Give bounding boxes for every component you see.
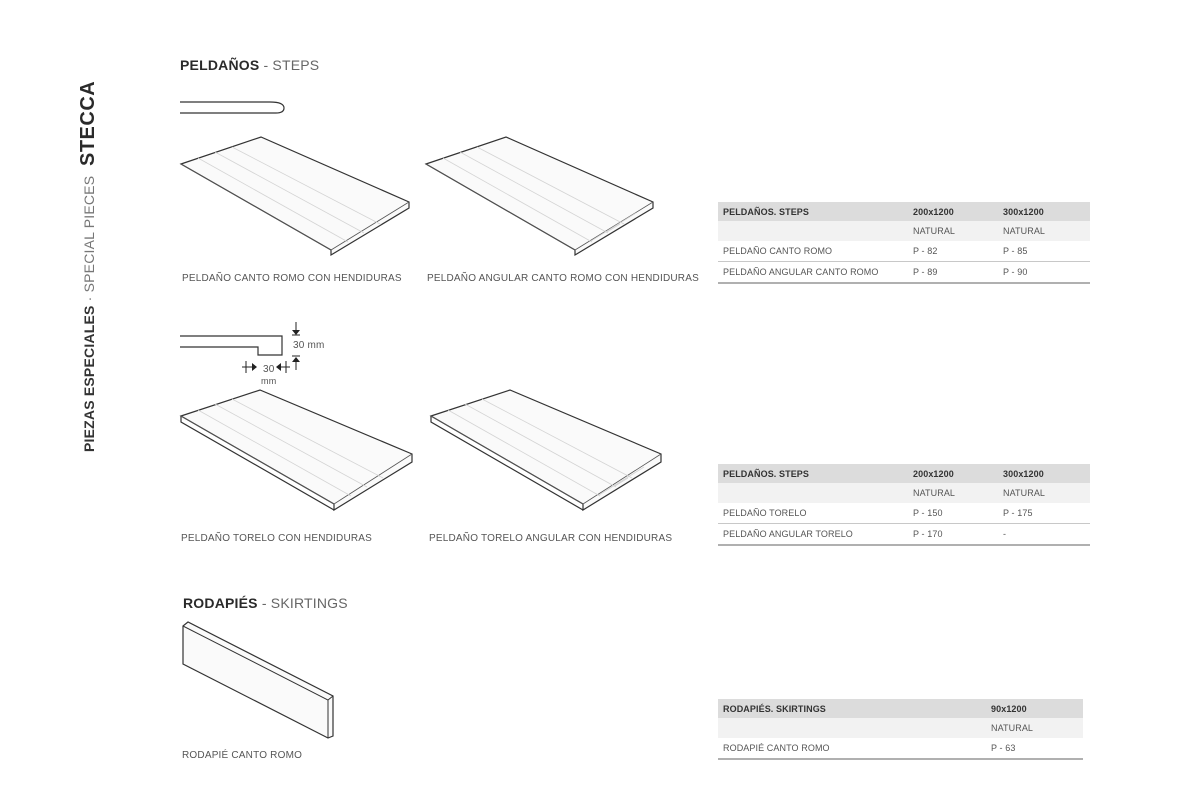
table-header-cell: PELDAÑOS. STEPS [718, 464, 908, 483]
table-header-cell: 200x1200 [908, 464, 998, 483]
dimension-width-unit: mm [261, 376, 277, 386]
table-cell [718, 483, 908, 503]
steps-table-1: PELDAÑOS. STEPS 200x1200 300x1200 NATURA… [718, 202, 1090, 284]
table-cell: PELDAÑO ANGULAR TORELO [718, 523, 908, 546]
table-header-cell: PELDAÑOS. STEPS [718, 202, 908, 221]
brand-title: STECCA [77, 80, 99, 166]
peldano-canto-romo-drawing [179, 136, 410, 257]
rodapie-canto-romo-drawing [182, 621, 334, 739]
table-header-row: RODAPIÉS. SKIRTINGS 90x1200 [718, 699, 1083, 718]
table-cell: NATURAL [908, 221, 998, 241]
canto-romo-profile-drawing [180, 101, 285, 114]
caption-torelo-angular: PELDAÑO TORELO ANGULAR CON HENDIDURAS [429, 533, 673, 544]
skirting-title-light: - SKIRTINGS [257, 595, 348, 611]
table-cell: NATURAL [908, 483, 998, 503]
table-row: PELDAÑO TORELO P - 150 P - 175 [718, 503, 1090, 524]
table-cell: P - 85 [998, 241, 1090, 262]
table-cell: PELDAÑO CANTO ROMO [718, 241, 908, 262]
caption-torelo: PELDAÑO TORELO CON HENDIDURAS [181, 533, 373, 544]
table-cell: P - 89 [908, 261, 998, 284]
caption-rodapie: RODAPIÉ CANTO ROMO [182, 750, 303, 761]
table-cell: NATURAL [998, 483, 1090, 503]
table-finish-row: NATURAL NATURAL [718, 483, 1090, 503]
table-header-row: PELDAÑOS. STEPS 200x1200 300x1200 [718, 202, 1090, 221]
subtitle-bold: PIEZAS ESPECIALES [81, 305, 97, 452]
table-header-cell: 300x1200 [998, 464, 1090, 483]
table-cell: PELDAÑO ANGULAR CANTO ROMO [718, 261, 908, 284]
table-cell [718, 221, 908, 241]
table-header-cell: 300x1200 [998, 202, 1090, 221]
table-header-cell: 90x1200 [986, 699, 1083, 718]
table-cell: P - 90 [998, 261, 1090, 284]
subtitle-light: · SPECIAL PIECES [81, 175, 97, 306]
peldano-angular-canto-romo-drawing [424, 136, 654, 257]
dimension-height-label: 30 mm [293, 340, 325, 351]
table-row: PELDAÑO ANGULAR TORELO P - 170 - [718, 523, 1090, 546]
caption-angular-canto-romo: PELDAÑO ANGULAR CANTO ROMO CON HENDIDURA… [427, 273, 699, 284]
torelo-profile-drawing [180, 322, 300, 373]
caption-canto-romo: PELDAÑO CANTO ROMO CON HENDIDURAS [182, 273, 402, 284]
table-cell: P - 82 [908, 241, 998, 262]
table-cell: P - 63 [986, 738, 1083, 760]
skirting-title-bold: RODAPIÉS [183, 595, 258, 611]
table-cell: NATURAL [998, 221, 1090, 241]
section-subtitle: PIEZAS ESPECIALES · SPECIAL PIECES [81, 176, 97, 452]
table-cell: P - 175 [998, 503, 1090, 524]
steps-title-bold: PELDAÑOS [180, 57, 260, 73]
table-finish-row: NATURAL [718, 718, 1083, 738]
table-cell: - [998, 523, 1090, 546]
steps-table-2: PELDAÑOS. STEPS 200x1200 300x1200 NATURA… [718, 464, 1090, 546]
table-header-cell: RODAPIÉS. SKIRTINGS [718, 699, 986, 718]
peldano-torelo-angular-drawing [429, 389, 662, 512]
table-header-cell: 200x1200 [908, 202, 998, 221]
table-cell: P - 170 [908, 523, 998, 546]
steps-section-title: PELDAÑOS - STEPS [180, 57, 319, 73]
skirting-table: RODAPIÉS. SKIRTINGS 90x1200 NATURAL RODA… [718, 699, 1083, 760]
table-cell: RODAPIÉ CANTO ROMO [718, 738, 986, 760]
table-header-row: PELDAÑOS. STEPS 200x1200 300x1200 [718, 464, 1090, 483]
table-cell: PELDAÑO TORELO [718, 503, 908, 524]
table-cell: NATURAL [986, 718, 1083, 738]
peldano-torelo-drawing [179, 389, 413, 512]
table-finish-row: NATURAL NATURAL [718, 221, 1090, 241]
table-row: PELDAÑO CANTO ROMO P - 82 P - 85 [718, 241, 1090, 262]
skirting-section-title: RODAPIÉS - SKIRTINGS [183, 595, 348, 611]
table-cell [718, 718, 986, 738]
dimension-width-value: 30 [263, 364, 275, 375]
table-cell: P - 150 [908, 503, 998, 524]
table-row: PELDAÑO ANGULAR CANTO ROMO P - 89 P - 90 [718, 261, 1090, 284]
steps-title-light: - STEPS [259, 57, 320, 73]
table-row: RODAPIÉ CANTO ROMO P - 63 [718, 738, 1083, 760]
